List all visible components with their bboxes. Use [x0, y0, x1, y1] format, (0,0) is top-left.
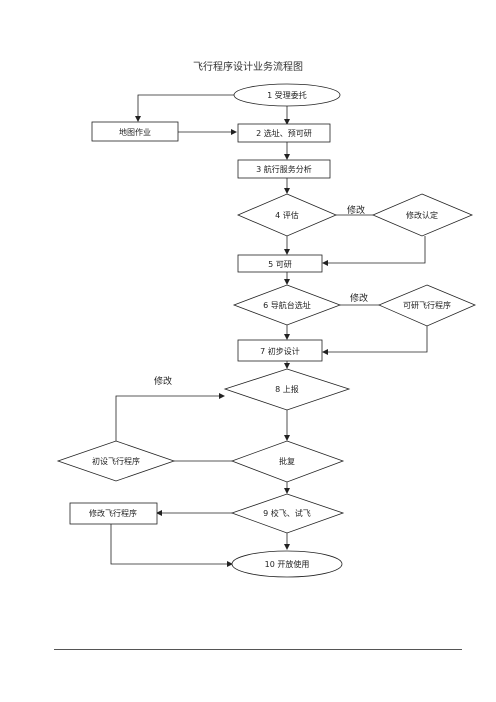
node-modify-procedure-label: 修改飞行程序 [89, 508, 137, 518]
node-8-report: 8 上报 [223, 368, 351, 411]
node-initial-procedure-label: 初设飞行程序 [92, 456, 140, 466]
node-10-label: 10 开放使用 [265, 559, 310, 569]
node-9-label: 9 校飞、试飞 [263, 508, 311, 518]
edge-modify-confirm-to-5 [322, 236, 426, 266]
node-8-label: 8 上报 [275, 384, 299, 394]
edge-label-modify-1: 修改 [347, 204, 365, 216]
node-6-label: 6 导航台选址 [263, 300, 311, 310]
node-2-site-selection: 2 选址、预可研 [237, 123, 331, 143]
node-approval: 批复 [230, 440, 345, 483]
node-7-preliminary-design: 7 初步设计 [237, 339, 323, 362]
node-5-label: 5 可研 [268, 260, 292, 269]
edge-feasibility-proc-to-7 [322, 326, 428, 355]
node-10-open-for-use: 10 开放使用 [231, 550, 343, 578]
edge-1-to-map-work [135, 94, 234, 122]
node-1-accept-commission: 1 受理委托 [233, 83, 341, 107]
node-3-label: 3 航行服务分析 [256, 164, 312, 174]
node-9-flight-check: 9 校飞、试飞 [230, 493, 345, 534]
node-1-label: 1 受理委托 [267, 90, 307, 100]
node-feasibility-procedure: 可研飞行程序 [377, 284, 477, 327]
edge-modify-proc-to-10 [110, 524, 233, 567]
diagram-title: 飞行程序设计业务流程图 [193, 62, 303, 73]
edge-label-modify-3: 修改 [154, 375, 172, 387]
edge-label-modify-2: 修改 [350, 292, 368, 304]
edge-initial-proc-to-8 [115, 393, 225, 441]
node-initial-procedure: 初设飞行程序 [56, 440, 176, 482]
node-4-evaluation: 4 评估 [236, 193, 338, 237]
node-approval-label: 批复 [279, 456, 295, 466]
node-feasibility-procedure-label: 可研飞行程序 [403, 300, 451, 310]
node-6-navaid-siting: 6 导航台选址 [232, 284, 342, 326]
node-map-work: 地图作业 [91, 121, 179, 142]
node-modify-procedure: 修改飞行程序 [69, 502, 158, 525]
node-2-label: 2 选址、预可研 [256, 128, 312, 138]
node-4-label: 4 评估 [275, 210, 299, 220]
node-5-feasibility: 5 可研 [237, 254, 323, 273]
footer-divider [54, 649, 462, 650]
connectors [110, 94, 428, 567]
node-map-work-label: 地图作业 [119, 127, 151, 137]
node-modify-confirm: 修改认定 [371, 193, 474, 237]
node-7-label: 7 初步设计 [260, 346, 300, 356]
node-modify-confirm-label: 修改认定 [406, 210, 438, 220]
node-3-service-analysis: 3 航行服务分析 [237, 159, 331, 179]
